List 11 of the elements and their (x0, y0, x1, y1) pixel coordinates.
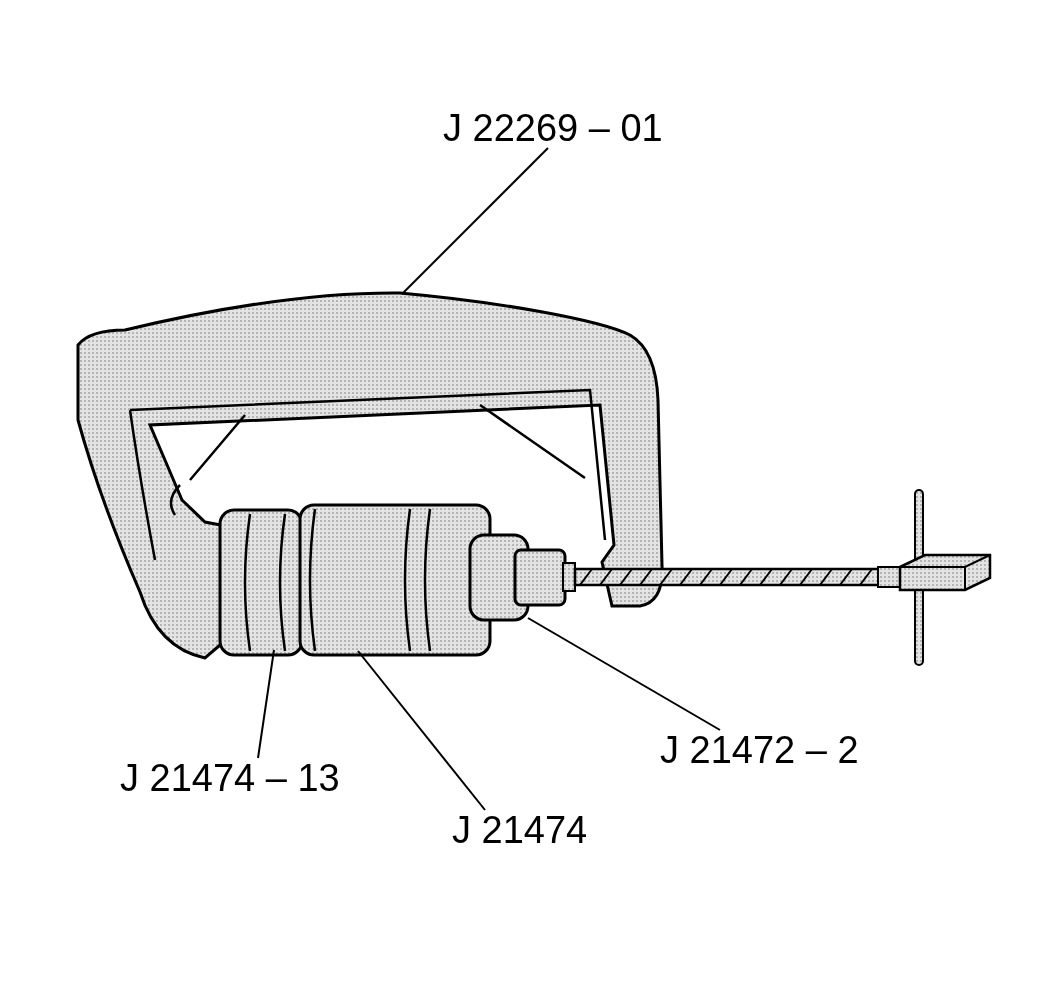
cylinder-part (298, 503, 492, 657)
part-number-label: J 21472 – 2 (660, 730, 859, 770)
cylinder-part (218, 508, 304, 657)
leader-line (357, 650, 486, 811)
c-frame-drawing (76, 291, 664, 660)
leader-line (401, 147, 549, 295)
part-number-label: J 22269 – 01 (443, 108, 663, 148)
part-number-label: J 21474 – 13 (120, 758, 340, 798)
part-number-label: J 21474 (452, 810, 588, 850)
leader-line (257, 649, 275, 759)
leader-line (527, 617, 721, 731)
